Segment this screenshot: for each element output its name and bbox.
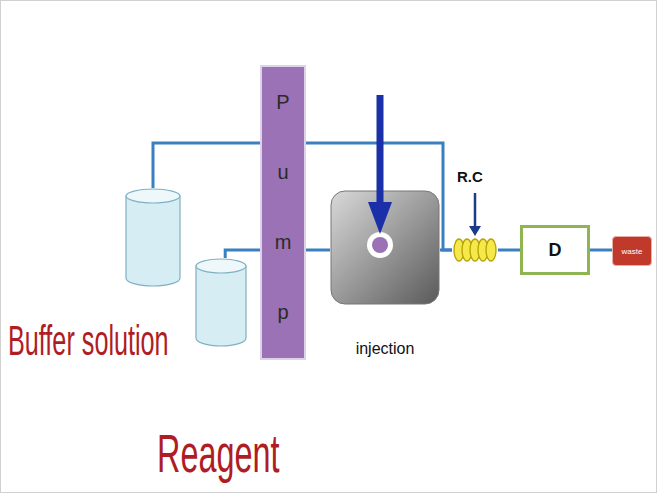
reaction-coil-label: R.C (457, 168, 483, 185)
detector-box: D (520, 225, 590, 275)
flow-line (306, 249, 330, 252)
injection-valve-outline (330, 190, 440, 305)
buffer-reservoir-outline (125, 188, 181, 286)
reagent-reservoir: Reagent (195, 258, 247, 346)
injection-valve: injection (330, 190, 440, 305)
reagent-reservoir-outline (195, 258, 247, 346)
reaction-coil: R.C (452, 238, 498, 262)
injection-valve-label: injection (330, 340, 440, 358)
waste-container-label: waste (622, 247, 643, 256)
buffer-reservoir-label: Buffer solution (8, 320, 169, 362)
pump: P u m p (260, 65, 306, 360)
rc-pointer-arrow (474, 193, 477, 229)
rc-pointer-head (469, 226, 481, 236)
flow-line (590, 249, 612, 252)
flow-line (225, 250, 260, 258)
detector-box-label: D (549, 240, 562, 261)
reagent-reservoir-label: Reagent (157, 426, 280, 480)
waste-container: waste (612, 236, 652, 266)
reaction-coil-outline (452, 238, 498, 262)
flow-line (498, 249, 520, 252)
pump-label: P u m p (273, 67, 293, 358)
buffer-reservoir: Buffer solution (125, 188, 181, 286)
